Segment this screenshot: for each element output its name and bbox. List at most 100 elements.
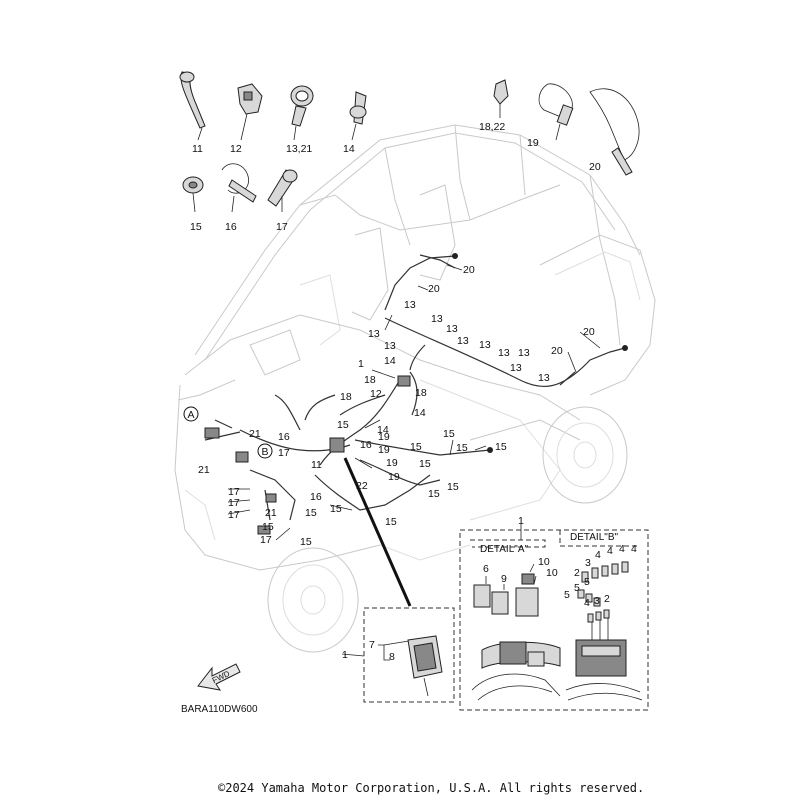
callout-label: 15 (337, 419, 349, 431)
callout-label: 15 (305, 507, 317, 519)
marker-b: B (262, 446, 269, 458)
callout-label: 11 (192, 143, 203, 155)
callout-label: 4 (584, 597, 590, 609)
callout-label: 11 (311, 459, 322, 471)
callout-label: 19 (527, 137, 539, 149)
callout-label: 20 (463, 264, 475, 276)
callout-label: 20 (551, 345, 563, 357)
small-clip-icon (493, 79, 509, 118)
callout-label: 15 (419, 458, 431, 470)
callout-label: 9 (501, 573, 507, 585)
callout-label: 19 (378, 444, 390, 456)
callout-label: 18 (340, 391, 352, 403)
callout-label: 21 (249, 428, 261, 440)
callout-label: 16 (360, 439, 372, 451)
callout-label: 10 (546, 567, 558, 579)
callout-label: 2 (604, 593, 610, 605)
callout-label: 1 (518, 515, 524, 527)
clip-tie-icon (267, 169, 298, 212)
callout-label: 2 (574, 567, 580, 579)
callout-label: 17 (260, 534, 272, 546)
callout-label: 12 (230, 143, 242, 155)
callout-label: 17 (228, 486, 240, 498)
callout-label: 5 (574, 582, 580, 594)
main-callouts: 20 20 13 13 13 13 13 13 13 13 13 13 13 2… (198, 264, 601, 548)
copyright-notice: ©2024 Yamaha Motor Corporation, U.S.A. A… (218, 781, 645, 795)
module-inset: 1 7 8 (341, 607, 455, 703)
callout-label: 4 (631, 543, 637, 555)
callout-label: 16 (225, 221, 237, 233)
callout-label: 15 (330, 503, 342, 515)
callout-label: 13 (404, 299, 416, 311)
detail-a-parts (471, 563, 561, 701)
callout-leaders (227, 264, 601, 541)
fwd-label: FWD (211, 669, 232, 685)
callout-label: 13 (446, 323, 458, 335)
callout-label: 14 (414, 407, 426, 419)
callout-label: 15 (262, 521, 274, 533)
callout-label: 13 (518, 347, 530, 359)
callout-label: 18 (415, 387, 427, 399)
callout-label: 1 (358, 358, 364, 370)
callout-label: 19 (386, 457, 398, 469)
callout-label: 21 (198, 464, 210, 476)
detail-a-title: DETAIL"A" (480, 544, 528, 555)
callout-label: 16 (310, 491, 322, 503)
callout-label: 14 (343, 143, 355, 155)
clamp-icon (349, 91, 367, 141)
wire-harness (204, 253, 628, 607)
callout-label: 4 (607, 545, 613, 557)
callout-label: 19 (388, 471, 400, 483)
detail-markers: A B (183, 406, 273, 459)
callout-label: 5 (564, 589, 570, 601)
forward-direction-arrow: FWD (197, 663, 241, 691)
callout-label: 13 (510, 362, 522, 374)
callout-label: 20 (583, 326, 595, 338)
callout-label: 13 (384, 340, 396, 352)
callout-label: 7 (369, 639, 375, 651)
grommet-icon (182, 176, 204, 213)
large-cable-tie-icon (589, 88, 640, 176)
callout-label: 3 (585, 557, 591, 569)
detail-b-title: DETAIL"B" (570, 532, 618, 543)
callout-label: 12 (370, 388, 382, 400)
edge-clip-icon (237, 83, 263, 141)
vehicle-outline (174, 124, 656, 653)
marker-a: A (188, 409, 195, 421)
callout-label: 19 (378, 431, 390, 443)
callout-label: 17 (228, 497, 240, 509)
top-part-labels: 11 12 13,21 14 18,22 19 20 15 16 17 (190, 121, 601, 233)
callout-label: 15 (443, 428, 455, 440)
callout-label: 4 (595, 549, 601, 561)
callout-label: 20 (589, 161, 601, 173)
callout-label: 15 (447, 481, 459, 493)
callout-label: 17 (278, 447, 290, 459)
callout-label: 4 (619, 543, 625, 555)
callout-label: 8 (389, 651, 395, 663)
clamp-tie-icon (221, 163, 257, 213)
callout-label: 17 (276, 221, 288, 233)
callout-label: 13 (431, 313, 443, 325)
callout-label: 13 (368, 328, 380, 340)
callout-label: 13 (457, 335, 469, 347)
callout-label: 15 (410, 441, 422, 453)
callout-label: 5 (584, 576, 590, 588)
callout-label: 15 (456, 442, 468, 454)
callout-label: 15 (385, 516, 397, 528)
callout-label: 14 (384, 355, 396, 367)
callout-label: 15 (300, 536, 312, 548)
callout-label: 14 (377, 424, 389, 436)
callout-label: 3 (594, 595, 600, 607)
callout-label: 15 (495, 441, 507, 453)
detail-box: DETAIL"A" DETAIL"B" 1 6 9 10 10 (459, 515, 649, 711)
callout-label: 13 (538, 372, 550, 384)
cable-tie-loop-icon (538, 83, 574, 141)
callout-label: 15 (190, 221, 202, 233)
band-clamp-icon (290, 85, 314, 141)
cable-tie-icon (179, 71, 206, 141)
callout-label: 16 (278, 431, 290, 443)
callout-label: 13,21 (286, 143, 312, 155)
callout-label: 20 (428, 283, 440, 295)
part-icons-top-row (179, 71, 640, 213)
